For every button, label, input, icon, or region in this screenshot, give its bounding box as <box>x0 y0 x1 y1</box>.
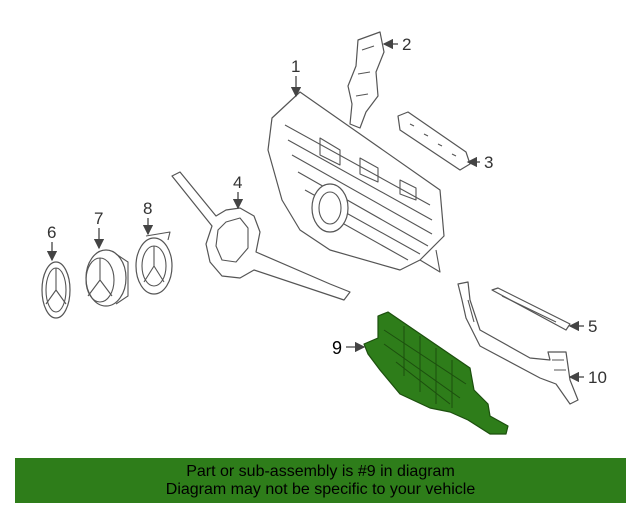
callout-3: 3 <box>484 153 493 172</box>
callout-7: 7 <box>94 209 103 228</box>
parts-diagram: 1 2 3 4 5 6 7 8 9 10 <box>41 31 607 435</box>
part-3-bracket[interactable] <box>397 111 471 171</box>
info-banner: Part or sub-assembly is #9 in diagram Di… <box>15 458 626 503</box>
part-2-bracket[interactable] <box>347 31 385 129</box>
callout-10: 10 <box>588 368 607 387</box>
callout-9: 9 <box>332 338 342 358</box>
callout-6: 6 <box>47 223 56 242</box>
callout-8: 8 <box>143 199 152 218</box>
part-9-panel[interactable] <box>363 311 509 435</box>
part-5-strip[interactable] <box>491 287 571 331</box>
callout-4: 4 <box>233 173 242 192</box>
part-4-trim[interactable] <box>171 171 351 301</box>
part-1-grille[interactable] <box>267 91 445 273</box>
callout-2: 2 <box>402 35 411 54</box>
leader-lines <box>46 38 584 383</box>
part-6-emblem[interactable] <box>41 261 71 319</box>
callout-5: 5 <box>588 317 597 336</box>
banner-line-1: Part or sub-assembly is #9 in diagram <box>186 462 455 480</box>
callout-labels: 1 2 3 4 5 6 7 8 9 10 <box>47 35 607 387</box>
banner-line-2: Diagram may not be specific to your vehi… <box>165 480 476 498</box>
part-7-emblem[interactable] <box>85 249 129 307</box>
callout-1: 1 <box>291 57 300 76</box>
part-8-emblem[interactable] <box>135 231 173 295</box>
